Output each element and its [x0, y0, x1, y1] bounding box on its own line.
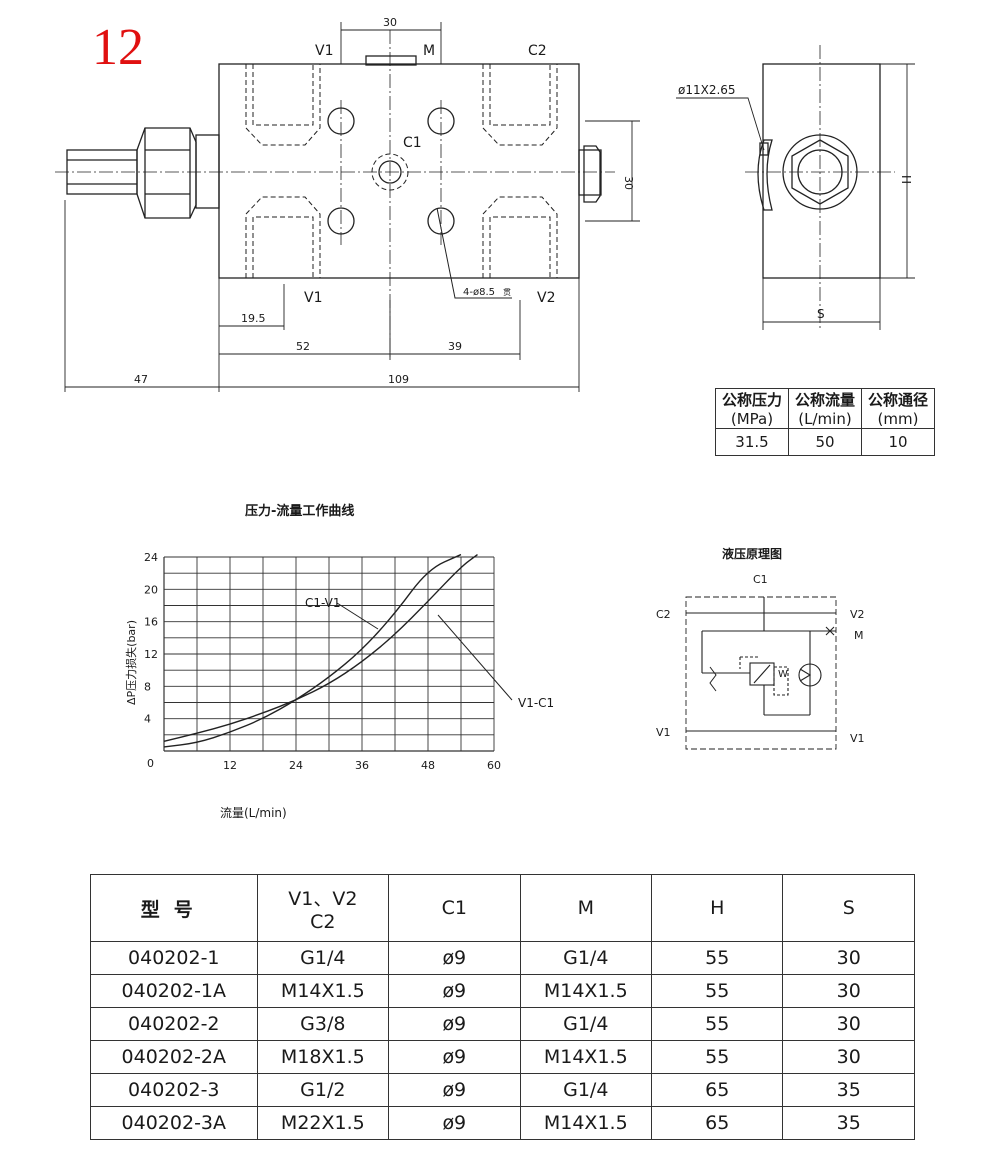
hole-note-suffix: 贯: [503, 288, 511, 297]
spec-table: 公称压力(MPa) 公称流量(L/min) 公称通径(mm) 31.5 50 1…: [715, 388, 935, 456]
dim-19-5: 19.5: [241, 312, 266, 325]
label-c2: C2: [528, 43, 547, 59]
dim-right-30: 30: [622, 176, 635, 190]
hyd-label-v1-left: V1: [656, 726, 671, 739]
x-tick-label: 12: [223, 759, 237, 772]
spec-header-flow: 公称流量(L/min): [788, 388, 862, 429]
y-tick-label: 24: [144, 551, 158, 564]
spec-value-pressure: 31.5: [715, 428, 789, 456]
series-line-c1-v1: [163, 553, 462, 748]
y-tick-label: 4: [144, 713, 151, 726]
label-v1-bottom: V1: [304, 290, 322, 306]
spec-header-pressure: 公称压力(MPa): [715, 388, 789, 429]
label-m: M: [423, 43, 435, 59]
x-tick-label: 36: [355, 759, 369, 772]
spec-header-bore: 公称通径(mm): [861, 388, 935, 429]
y-tick-label: 8: [144, 680, 151, 693]
x-tick-label: 60: [487, 759, 501, 772]
dim-52: 52: [296, 340, 310, 353]
label-v1-top: V1: [315, 43, 333, 59]
hyd-label-w: W: [778, 669, 788, 680]
y-tick-label: 16: [144, 616, 158, 629]
label-c1: C1: [403, 135, 422, 151]
chart-ylabel: ΔP压力损失(bar): [124, 620, 138, 705]
x-tick-label: 24: [289, 759, 303, 772]
hyd-label-v2: V2: [850, 608, 865, 621]
valve-body: [218, 63, 580, 279]
dim-39: 39: [448, 340, 462, 353]
dim-h: H: [899, 175, 913, 184]
x-tick-label: 48: [421, 759, 435, 772]
hyd-label-c1: C1: [753, 573, 768, 586]
hole-note: 4-ø8.5: [463, 287, 495, 298]
spec-value-flow: 50: [788, 428, 862, 456]
hydraulic-diagram: 液压原理图 C1 C2 V2 M V1 V1 W: [656, 546, 865, 750]
hydraulic-title: 液压原理图: [722, 546, 782, 561]
model-header-type: 型号: [90, 874, 258, 942]
model-header-h: H: [650, 874, 784, 942]
label-v2: V2: [537, 290, 555, 306]
legend-v1-c1: V1-C1: [518, 696, 554, 710]
dim-s: S: [817, 307, 825, 321]
chart-title: 压力-流量工作曲线: [245, 503, 354, 519]
oring-label: ø11X2.65: [678, 83, 736, 97]
hyd-label-m: M: [854, 629, 864, 642]
hyd-label-v1-right: V1: [850, 732, 865, 745]
chart-xlabel: 流量(L/min): [220, 806, 287, 820]
series-line-v1-c1: [163, 554, 478, 742]
y-tick-label: 12: [144, 648, 158, 661]
legend-c1-v1: C1-V1: [305, 596, 340, 610]
front-view-drawing: V1 M C2 C1 V1 V2 4-ø8.5 贯 30 30 19.5 52 …: [55, 16, 640, 392]
y-tick-label: 0: [147, 757, 154, 770]
page-number: 12: [92, 19, 144, 76]
hyd-label-c2: C2: [656, 608, 671, 621]
spec-value-bore: 10: [861, 428, 935, 456]
model-header-c1: C1: [388, 874, 521, 942]
y-tick-label: 20: [144, 583, 158, 596]
dim-109: 109: [388, 373, 409, 386]
model-header-s: S: [782, 874, 915, 942]
dim-47: 47: [134, 373, 148, 386]
dim-top-30: 30: [383, 16, 397, 29]
side-view-drawing: ø11X2.65 H S: [676, 45, 915, 330]
model-header-m: M: [519, 874, 653, 942]
